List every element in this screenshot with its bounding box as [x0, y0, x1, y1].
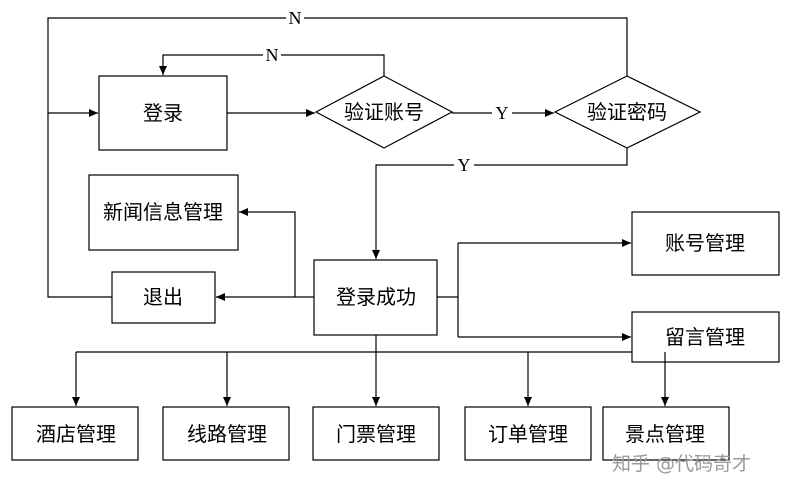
node-message-mgmt [631, 311, 780, 363]
node-message-mgmt-label: 留言管理 [665, 325, 745, 349]
label-bg-password-no [286, 8, 304, 28]
label-bg-account-no [263, 45, 281, 65]
node-verify-account-label: 验证账号 [344, 100, 424, 124]
node-order-mgmt-label: 订单管理 [488, 422, 568, 446]
edge-success-to-news [239, 208, 296, 297]
node-hotel-mgmt [11, 406, 139, 461]
node-login-success [313, 259, 438, 336]
node-login-success-label: 登录成功 [336, 285, 416, 309]
edge-logout-to-login [47, 109, 112, 298]
node-account-mgmt [631, 211, 780, 276]
node-account-mgmt-label: 账号管理 [665, 231, 745, 255]
node-news-mgmt [88, 174, 239, 251]
edge-label-account-yes: Y [496, 103, 509, 123]
node-ticket-mgmt [312, 406, 440, 461]
node-verify-password [553, 75, 702, 149]
edge-label-account-no: N [266, 45, 279, 65]
node-order-mgmt [464, 406, 592, 461]
node-login [98, 75, 228, 151]
node-verify-password-label: 验证密码 [587, 100, 667, 124]
node-scenic-mgmt [602, 406, 730, 461]
node-logout [111, 271, 216, 324]
node-route-mgmt-label: 线路管理 [187, 422, 267, 446]
edge-password-no [47, 17, 628, 113]
edge-label-password-yes: Y [458, 155, 471, 175]
node-news-mgmt-label: 新闻信息管理 [103, 200, 223, 224]
watermark-text: 知乎 @代码奇才 [612, 453, 751, 475]
node-ticket-mgmt-label: 门票管理 [336, 422, 416, 446]
node-logout-label: 退出 [143, 285, 183, 309]
node-login-label: 登录 [143, 101, 183, 125]
label-bg-account-yes [492, 103, 512, 123]
node-route-mgmt [162, 406, 290, 461]
label-bg-password-yes [454, 155, 474, 175]
edge-password-yes [372, 148, 628, 259]
node-scenic-mgmt-label: 景点管理 [625, 422, 705, 446]
node-hotel-mgmt-label: 酒店管理 [36, 422, 116, 446]
node-verify-account [314, 75, 454, 149]
edge-label-password-no: N [289, 8, 302, 28]
